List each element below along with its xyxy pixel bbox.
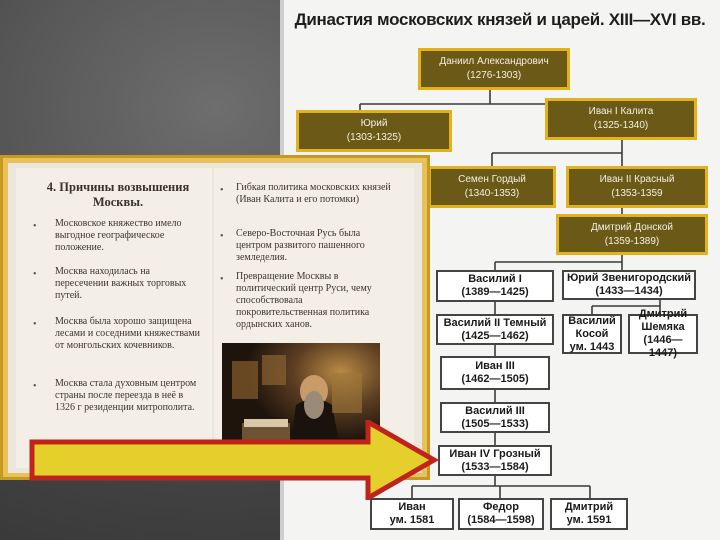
box-vasily1-name: Василий I <box>438 273 552 286</box>
box-daniil: Даниил Александрович (1276-1303) <box>418 48 570 90</box>
box-ivan4-years: (1533—1584) <box>440 461 550 474</box>
box-vasily3-name: Василий III <box>442 405 548 418</box>
bullet-icon: • <box>220 185 224 196</box>
box-vasily3: Василий III (1505—1533) <box>440 402 550 433</box>
box-semen-name: Семен Гордый <box>431 173 553 187</box>
box-vasily2: Василий II Темный (1425—1462) <box>436 314 554 345</box>
box-vasily-kosoy-years: ум. 1443 <box>564 341 620 354</box>
box-fedor: Федор (1584—1598) <box>458 498 544 530</box>
box-ivan3-name: Иван III <box>442 360 548 373</box>
box-vasily1: Василий I (1389—1425) <box>436 270 554 302</box>
book-right-item-1: Гибкая политика московских князей (Иван … <box>236 182 396 206</box>
chart-title: Династия московских князей и царей. XIII… <box>290 10 710 38</box>
box-ivan3: Иван III (1462—1505) <box>440 356 550 390</box>
bullet-icon: • <box>33 221 37 232</box>
box-shemyaka-years: (1446—1447) <box>630 334 696 360</box>
box-shemyaka-line2: Шемяка <box>630 321 696 334</box>
box-vasily2-years: (1425—1462) <box>438 330 552 343</box>
book-right-item-3: Превращение Москвы в политический центр … <box>236 271 396 331</box>
box-ivan-kalita: Иван I Калита (1325-1340) <box>545 98 697 140</box>
bullet-icon: • <box>33 381 37 392</box>
box-vasily2-name: Василий II Темный <box>438 317 552 330</box>
box-semen: Семен Гордый (1340-1353) <box>428 166 556 208</box>
box-ivan2-name: Иван II Красный <box>569 173 705 187</box>
bullet-icon: • <box>220 274 224 285</box>
book-left-item-1: Московское княжество имело выгодное геог… <box>55 218 205 254</box>
book-heading: 4. Причины возвышения Москвы. <box>38 180 198 210</box>
box-dmitry-son-years: ум. 1591 <box>552 514 626 527</box>
book-left-item-3: Москва была хорошо защищена лесами и сос… <box>55 316 205 352</box>
box-yuri-years: (1303-1325) <box>299 131 449 145</box>
box-fedor-name: Федор <box>460 501 542 514</box>
box-vasily-kosoy-name: Василий <box>564 315 620 328</box>
bullet-icon: • <box>33 269 37 280</box>
box-ivan4-grozny: Иван IV Грозный (1533—1584) <box>438 445 552 476</box>
bullet-icon: • <box>33 319 37 330</box>
box-ivan-son-name: Иван <box>372 501 452 514</box>
box-dmitry-years: (1359-1389) <box>559 235 705 249</box>
box-ivan4-name: Иван IV Грозный <box>440 448 550 461</box>
pointer-arrow-icon <box>20 420 440 500</box>
box-yuri-zven-name: Юрий Звенигородский <box>564 272 694 285</box>
book-left-item-2: Москва находилась на пересечении важных … <box>55 266 205 302</box>
box-fedor-years: (1584—1598) <box>460 514 542 527</box>
box-ivan-kalita-name: Иван I Калита <box>548 105 694 119</box>
box-vasily-kosoy-line2: Косой <box>564 328 620 341</box>
box-yuri-zven-years: (1433—1434) <box>564 285 694 298</box>
box-yuri-name: Юрий <box>299 117 449 131</box>
box-vasily-kosoy: Василий Косой ум. 1443 <box>562 314 622 354</box>
book-right-item-2: Северо-Восточная Русь была центром разви… <box>236 228 396 264</box>
box-yuri: Юрий (1303-1325) <box>296 110 452 152</box>
box-dmitry-son-name: Дмитрий <box>552 501 626 514</box>
box-ivan3-years: (1462—1505) <box>442 373 548 386</box>
box-ivan-kalita-years: (1325-1340) <box>548 119 694 133</box>
box-ivan-son-years: ум. 1581 <box>372 514 452 527</box>
bullet-icon: • <box>220 231 224 242</box>
box-dmitry-shemyaka: Дмитрий Шемяка (1446—1447) <box>628 314 698 354</box>
box-dmitry-donskoy: Дмитрий Донской (1359-1389) <box>556 214 708 255</box>
box-vasily1-years: (1389—1425) <box>438 286 552 299</box>
book-left-item-4: Москва стала духовным центром страны пос… <box>55 378 205 414</box>
box-ivan2: Иван II Красный (1353-1359 <box>566 166 708 208</box>
box-daniil-name: Даниил Александрович <box>421 55 567 69</box>
box-vasily3-years: (1505—1533) <box>442 418 548 431</box>
box-semen-years: (1340-1353) <box>431 187 553 201</box>
box-ivan2-years: (1353-1359 <box>569 187 705 201</box>
box-shemyaka-name: Дмитрий <box>630 308 696 321</box>
box-dmitry-son: Дмитрий ум. 1591 <box>550 498 628 530</box>
box-daniil-years: (1276-1303) <box>421 69 567 83</box>
box-ivan-son: Иван ум. 1581 <box>370 498 454 530</box>
box-yuri-zvenigorodsky: Юрий Звенигородский (1433—1434) <box>562 270 696 300</box>
box-dmitry-name: Дмитрий Донской <box>559 221 705 235</box>
